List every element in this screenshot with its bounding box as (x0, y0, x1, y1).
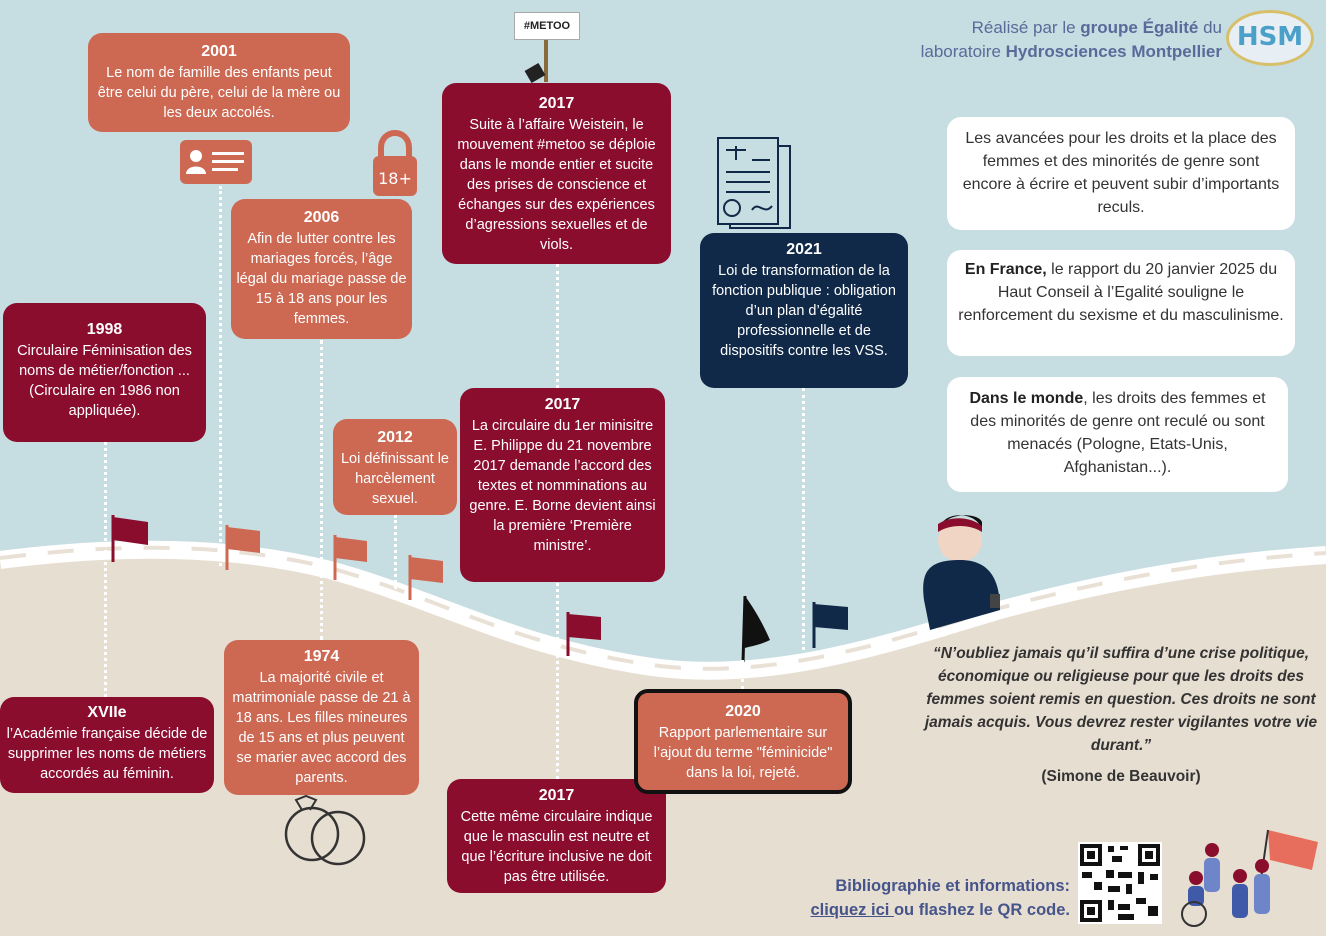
connector-1998 (104, 442, 107, 697)
event-year: 2017 (538, 95, 575, 112)
flag-2012 (408, 555, 443, 600)
flag-1998 (111, 515, 148, 562)
connector-2001 (219, 186, 222, 566)
info-text: le rapport du 20 janvier 2025 du Haut Co… (958, 261, 1284, 324)
header-credit: Réalisé par le groupe Égalité du laborat… (921, 16, 1222, 64)
header-text: du (1198, 18, 1222, 37)
event-year: 2006 (303, 209, 340, 226)
flag-2006 (333, 535, 367, 580)
event-card-2012: 2012 Loi définissant le harcèlement sexu… (333, 419, 457, 515)
event-card-2017-ecriture: 2017 Cette même circulaire indique que l… (447, 779, 666, 893)
event-text: Rapport parlementaire sur l’ajout du ter… (653, 725, 833, 781)
writing-woman-illustration (923, 515, 1000, 630)
event-card-2021: 2021 Loi de transformation de la fonctio… (700, 233, 908, 388)
event-text: Loi définissant le harcèlement sexuel. (340, 451, 449, 507)
lock-18-icon: 18+ (373, 130, 417, 196)
event-card-2020: 2020 Rapport parlementaire sur l’ajout d… (634, 689, 852, 794)
event-year: 2020 (725, 703, 761, 720)
bibliography-text: ou flashez le QR code. (893, 901, 1070, 919)
hsm-logo: HSM (1226, 10, 1314, 66)
header-group-name: groupe Égalité (1080, 18, 1199, 37)
info-box-avancees: Les avancées pour les droits et la place… (947, 117, 1295, 230)
info-emphasis: Dans le monde (969, 390, 1084, 407)
header-text: laboratoire (920, 42, 1006, 61)
info-text: , les droits des femmes et des minorités… (970, 390, 1266, 476)
info-text: Les avancées pour les droits et la place… (962, 130, 1280, 216)
event-year: 1998 (86, 321, 123, 338)
connector-2020 (741, 660, 744, 690)
event-card-2017-circulaire: 2017 La circulaire du 1er minisitre E. P… (460, 388, 665, 582)
event-year: 2017 (544, 396, 581, 413)
svg-text:18+: 18+ (378, 169, 412, 188)
event-year: XVIIe (87, 704, 127, 721)
event-card-2017-metoo: 2017 Suite à l’affaire Weistein, le mouv… (442, 83, 671, 264)
id-card-icon (180, 140, 252, 184)
event-card-2001: 2001 Le nom de famille des enfants peut … (88, 33, 350, 132)
event-card-2006: 2006 Afin de lutter contre les mariages … (231, 199, 412, 339)
connector-1974-2006 (320, 340, 323, 640)
event-text: Cette même circulaire indique que le mas… (460, 809, 653, 885)
event-text: Loi de transformation de la fonction pub… (712, 263, 896, 359)
event-text: Afin de lutter contre les mariages forcé… (236, 231, 407, 327)
header-text: Réalisé par le (971, 18, 1081, 37)
legal-document-icon (717, 137, 791, 229)
event-year: 2001 (201, 43, 237, 60)
header-lab-name: Hydrosciences Montpellier (1005, 42, 1222, 61)
header-line-1: Réalisé par le groupe Égalité du (921, 16, 1222, 40)
flag-2021 (812, 602, 848, 648)
flag-2017 (566, 612, 601, 656)
connector-2012 (394, 515, 397, 595)
header-line-2: laboratoire Hydrosciences Montpellier (921, 40, 1222, 64)
bibliography-title: Bibliographie et informations: (835, 877, 1070, 895)
bibliography-link[interactable]: cliquez ici (810, 901, 894, 919)
bibliography-block: Bibliographie et informations: cliquez i… (760, 874, 1071, 922)
event-text: Circulaire Féminisation des noms de méti… (17, 343, 192, 419)
info-emphasis: En France, (964, 261, 1047, 278)
metoo-sign: #METOO (514, 12, 580, 40)
protest-women-illustration (1181, 829, 1318, 927)
beauvoir-quote: “N’oubliez jamais qu’il suffira d’une cr… (924, 645, 1318, 754)
event-text: Le nom de famille des enfants peut être … (97, 65, 341, 121)
event-card-xviie: XVIIe l’Académie française décide de sup… (0, 697, 214, 793)
event-text: La circulaire du 1er minisitre E. Philip… (469, 418, 656, 554)
flag-black (741, 595, 770, 663)
rings-icon (284, 794, 366, 866)
flag-2001 (225, 525, 260, 570)
event-year: 2021 (786, 241, 822, 258)
quote-author: (Simone de Beauvoir) (1041, 768, 1201, 785)
event-text: La majorité civile et matrimoniale passe… (232, 670, 411, 786)
event-year: 2012 (377, 429, 413, 446)
bibliography-line-2: cliquez ici ou flashez le QR code. (760, 898, 1071, 922)
connector-2021 (802, 388, 805, 650)
event-card-1974: 1974 La majorité civile et matrimoniale … (224, 640, 419, 795)
event-text: l’Académie française décide de supprimer… (6, 726, 208, 782)
info-box-monde: Dans le monde, les droits des femmes et … (947, 377, 1288, 492)
event-year: 2017 (538, 787, 575, 804)
info-box-france: En France, le rapport du 20 janvier 2025… (947, 250, 1295, 356)
event-text: Suite à l’affaire Weistein, le mouvement… (457, 117, 656, 253)
event-year: 1974 (303, 648, 340, 665)
qr-code-icon (1078, 842, 1162, 924)
event-card-1998: 1998 Circulaire Féminisation des noms de… (3, 303, 206, 442)
